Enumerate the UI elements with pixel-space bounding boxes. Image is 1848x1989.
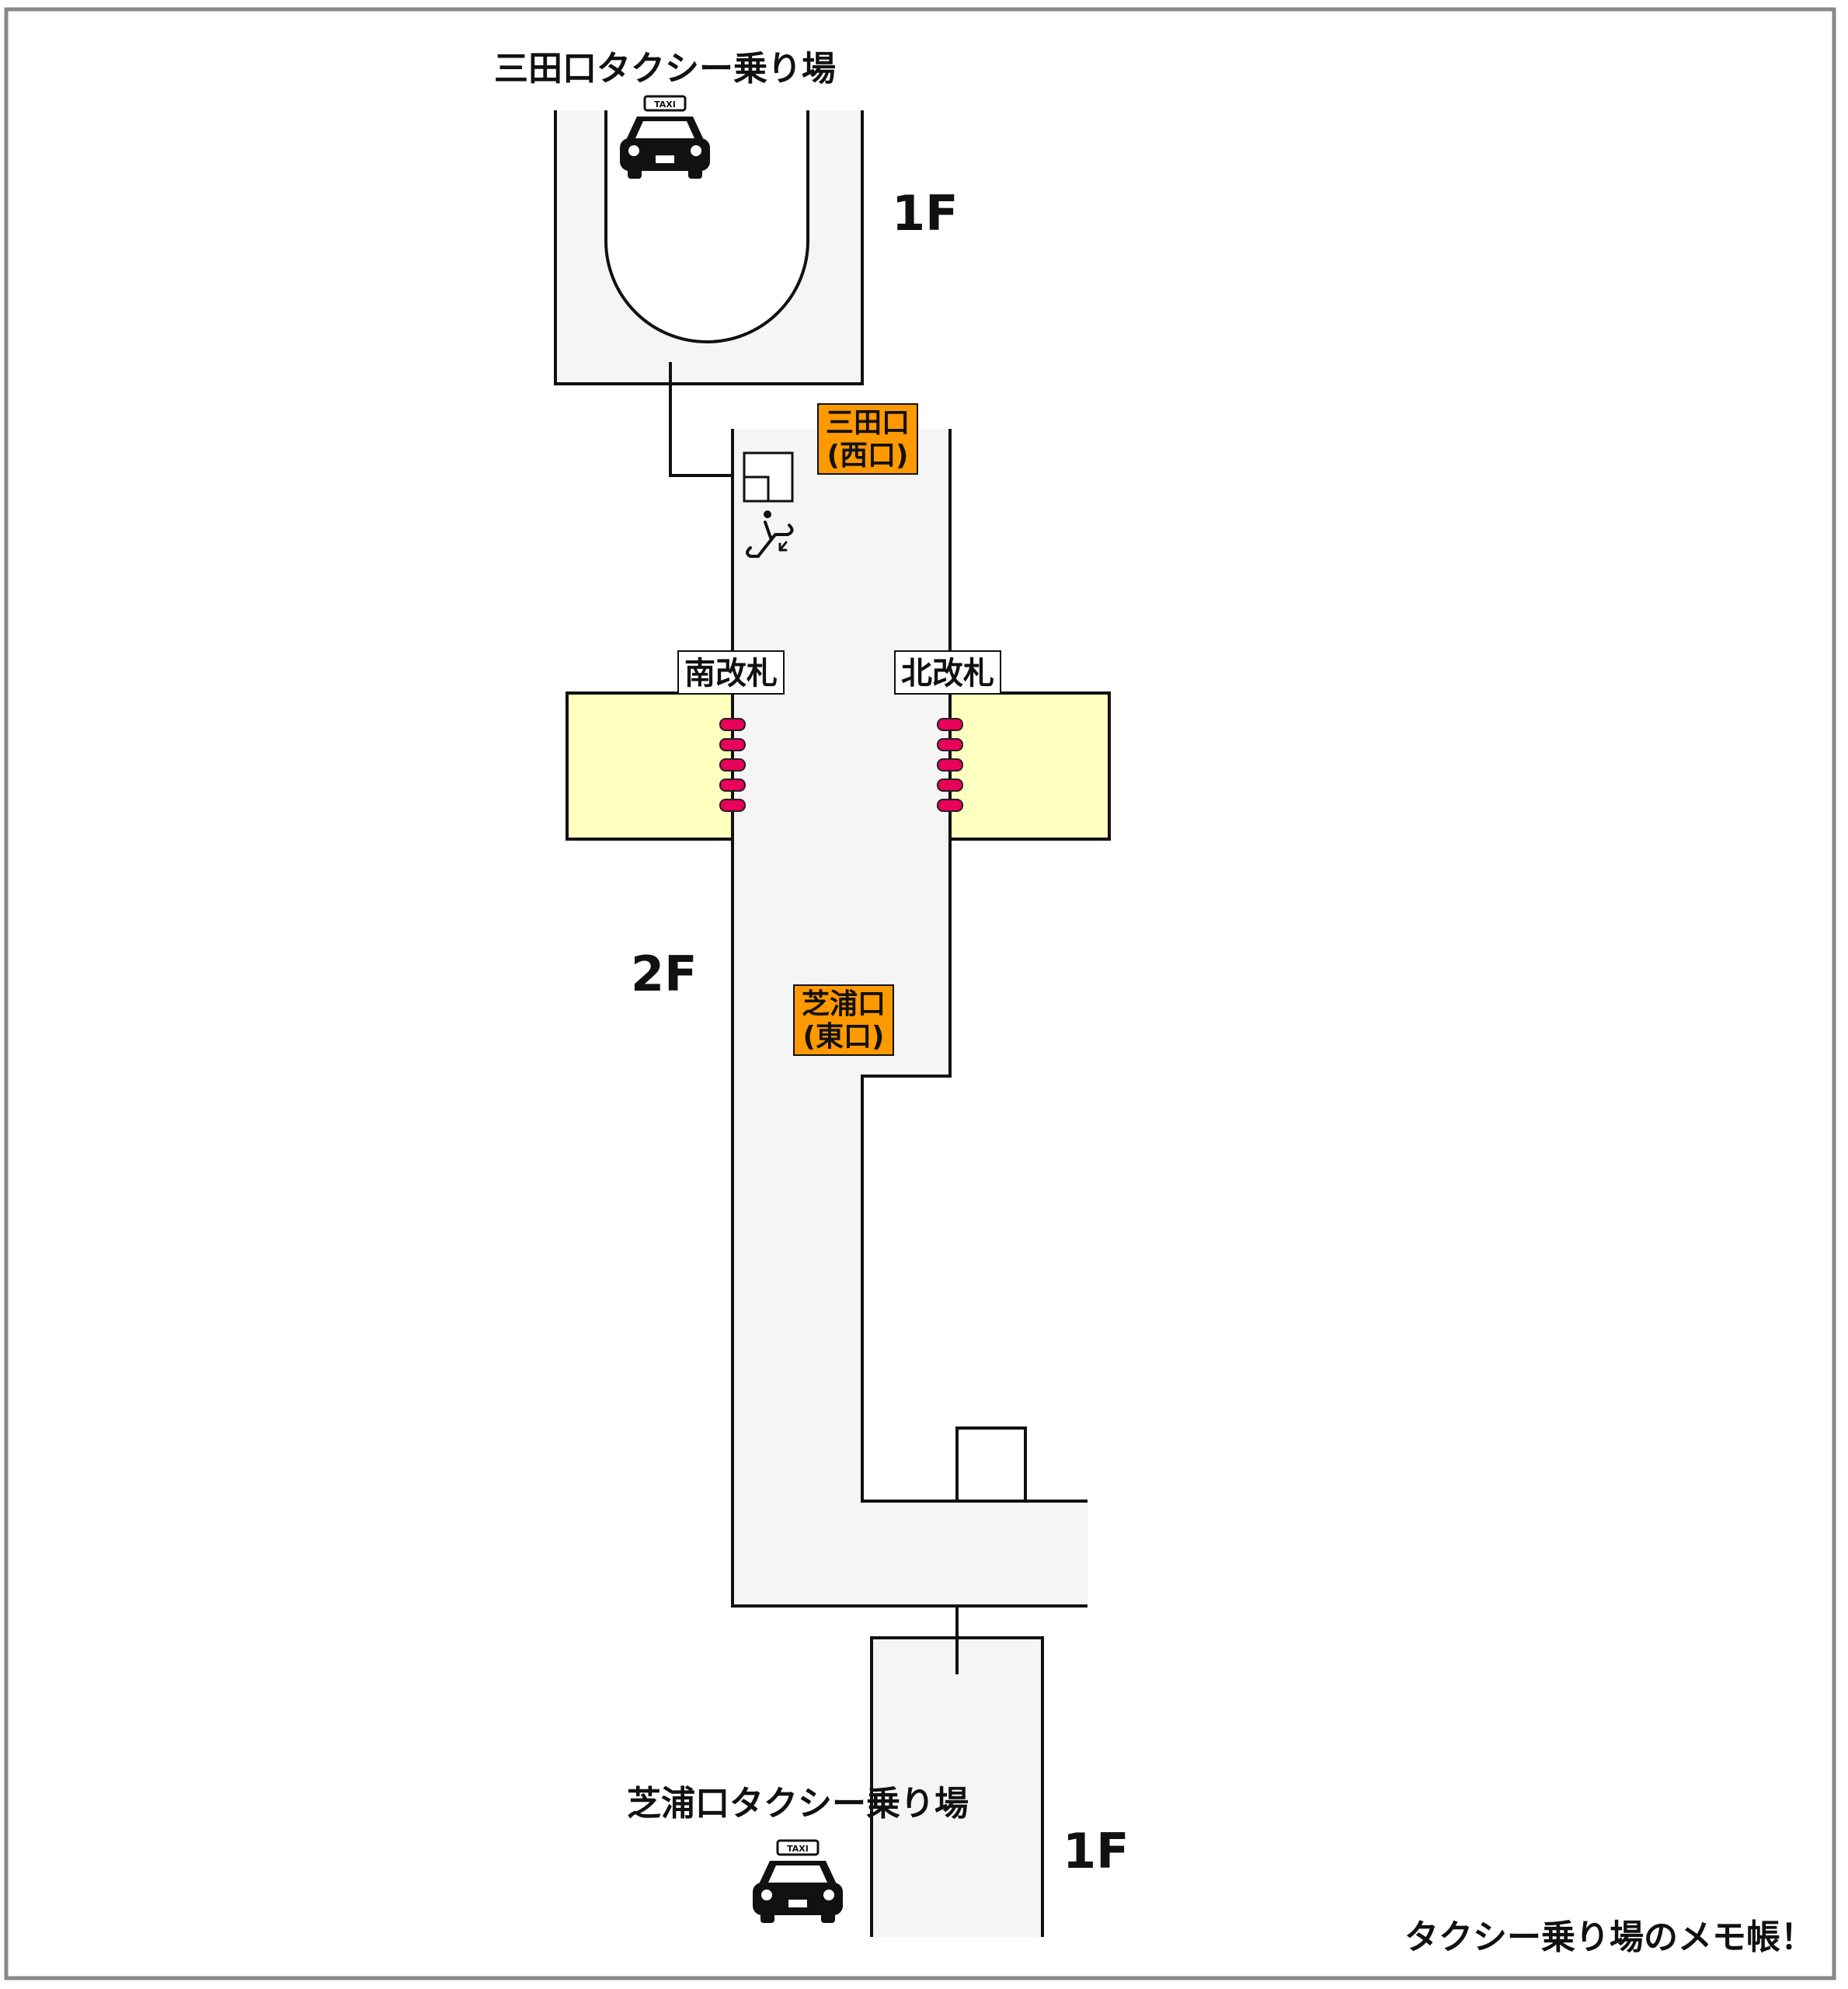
ticket-gates-north: [937, 718, 963, 812]
svg-text:北改札: 北改札: [901, 656, 994, 691]
shibaura-taxi-title: 芝浦口タクシー乗り場: [627, 1784, 969, 1824]
shibaura-taxi-area: [870, 1636, 1044, 1937]
floor-label-bottom: 1F: [1063, 1823, 1129, 1879]
svg-text:(東口): (東口): [803, 1021, 885, 1053]
svg-text:TAXI: TAXI: [654, 99, 676, 110]
gate-area-south: [566, 691, 734, 841]
svg-text:TAXI: TAXI: [787, 1844, 809, 1854]
north-gate-label: 北改札: [894, 650, 1001, 695]
shibaura-exit-label: 芝浦口 (東口): [793, 984, 894, 1056]
south-gate-label: 南改札: [677, 650, 785, 695]
svg-text:三田口: 三田口: [826, 407, 910, 439]
connector-path-west: [669, 362, 733, 477]
taxi-icon: TAXI: [620, 95, 710, 179]
mita-exit-label: 三田口 (西口): [817, 403, 918, 475]
svg-text:(西口): (西口): [827, 440, 909, 472]
concourse-2f: [731, 429, 1088, 1608]
ticket-gates-south: [719, 718, 746, 812]
mita-taxi-title: 三田口タクシー乗り場: [494, 49, 836, 89]
footer-credit: タクシー乗り場のメモ帳！: [1404, 1918, 1815, 1957]
elevator-icon: [743, 451, 794, 503]
elevator-box-east: [955, 1426, 1027, 1503]
floor-label-mid: 2F: [631, 946, 698, 1002]
svg-text:芝浦口: 芝浦口: [802, 988, 886, 1020]
taxi-icon: TAXI: [753, 1839, 843, 1923]
escalator-icon: [746, 510, 794, 558]
floor-label-top: 1F: [892, 185, 959, 242]
svg-text:南改札: 南改札: [684, 656, 778, 691]
gate-area-north: [948, 691, 1111, 841]
